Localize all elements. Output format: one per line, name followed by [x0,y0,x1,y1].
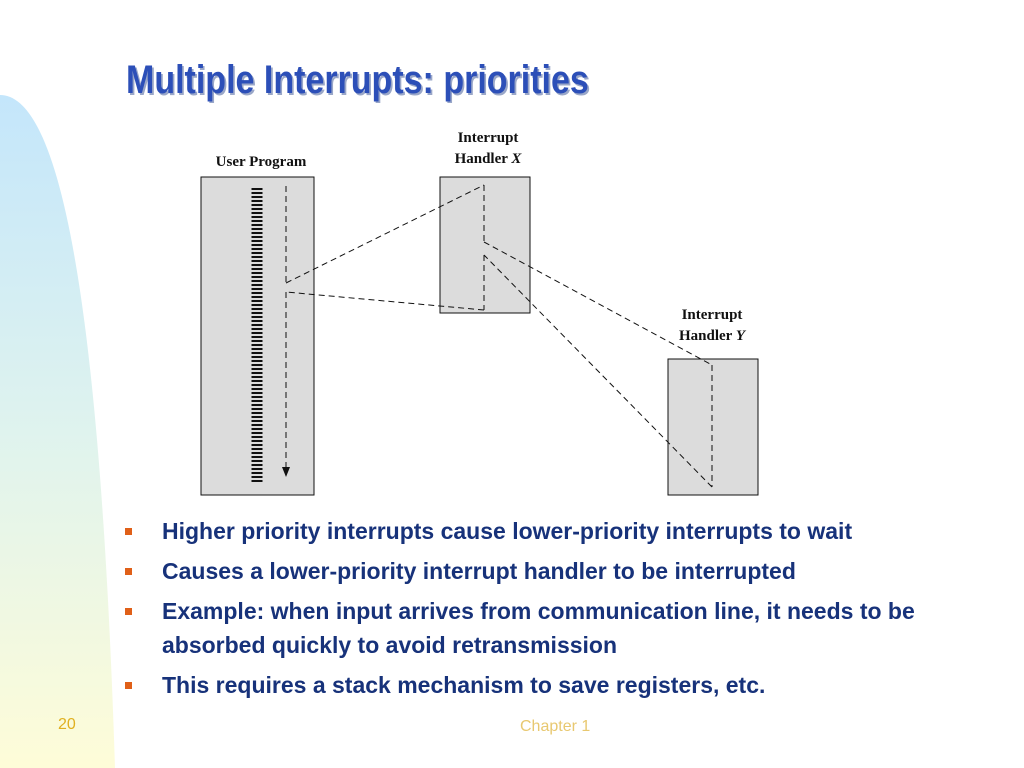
bullet-item: Causes a lower-priority interrupt handle… [124,554,974,588]
handler-y-label-line2: Handler Y [679,328,747,344]
handler-x-label-line1: Interrupt [458,130,519,146]
bullet-list: Higher priority interrupts cause lower-p… [124,514,974,708]
footer-text: Chapter 1 [520,718,591,735]
bullet-marker [125,608,132,615]
bullet-item: Higher priority interrupts cause lower-p… [124,514,974,548]
execution-flow [282,184,713,488]
handler-y-label-line1: Interrupt [682,307,743,323]
handler-x-box [439,176,531,314]
page-number: 20 [58,716,76,733]
handler-x-label-line2: Handler X [455,151,523,167]
bullet-item: This requires a stack mechanism to save … [124,668,974,702]
user-program-label: User Program [216,154,307,170]
bullet-marker [125,528,132,535]
slide-title: Multiple Interrupts: priorities [126,58,589,102]
handler-y-box [667,358,759,496]
bullet-marker [125,568,132,575]
bullet-item: Example: when input arrives from communi… [124,594,974,662]
bullet-marker [125,682,132,689]
